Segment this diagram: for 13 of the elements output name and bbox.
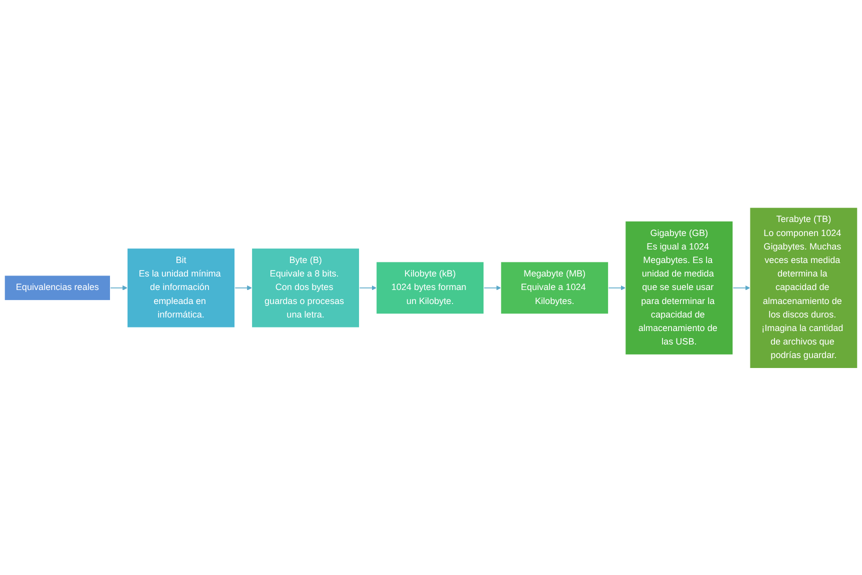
- arrow: [608, 285, 626, 290]
- arrow: [110, 285, 128, 290]
- node-box: Byte (B) Equivale a 8 bits. Con dos bytes guardas o procesas una letra.: [252, 248, 360, 328]
- arrow: [358, 285, 377, 290]
- node-box: Terabyte (TB) Lo componen 1024 Gigabytes. Muchas veces esta medida determina la capacidad de almacenamiento de los discos duros. ¡Imagina la cantidad de archivos que podrías guardar.: [750, 206, 858, 368]
- arrow: [483, 285, 502, 290]
- arrow: [234, 285, 252, 290]
- node-box: Bit Es la unidad mínima de información empleada en informática.: [126, 248, 236, 328]
- node-box: Equivalencias reales: [4, 274, 111, 300]
- node-box: Kilobyte (kB) 1024 bytes forman un Kilobyte.: [376, 261, 484, 314]
- node-box: Megabyte (MB) Equivale a 1024 Kilobytes.: [500, 261, 609, 314]
- arrow: [732, 285, 750, 290]
- node-box: Gigabyte (GB) Es igual a 1024 Megabytes. Es la unidad de medida que se suele usar para determinar la capacidad de almacenamiento de las USB.: [625, 220, 734, 355]
